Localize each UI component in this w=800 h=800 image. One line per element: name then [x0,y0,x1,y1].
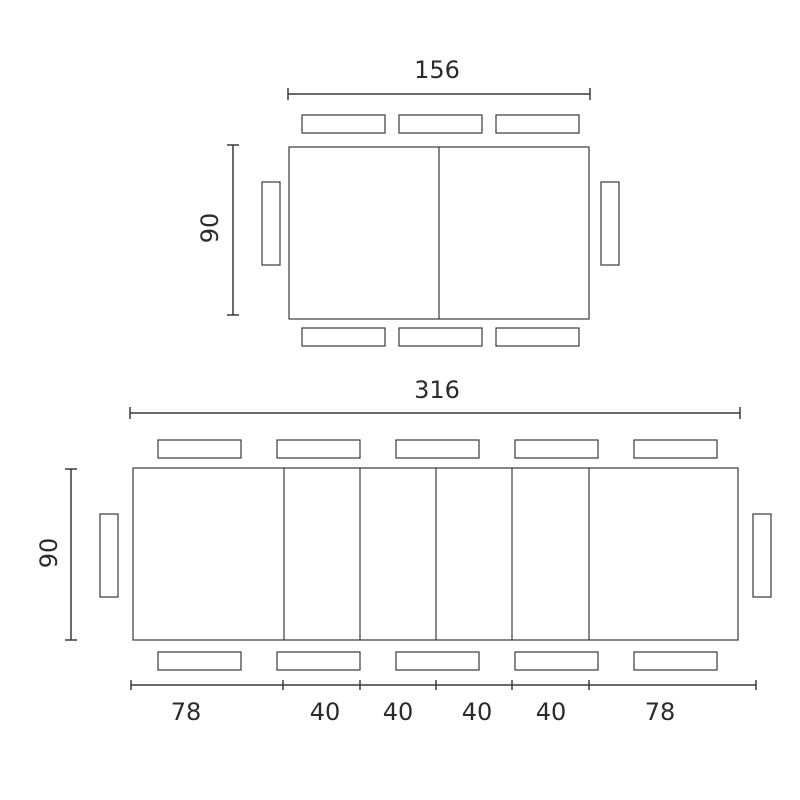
chair-top [157,439,242,459]
chair-top [301,114,386,134]
segment-dimension: 78 40 40 40 40 78 [130,680,757,726]
extended-table: 316 90 [35,376,772,726]
closed-depth-dimension: 90 [196,144,239,316]
chair-top [514,439,599,459]
chair-right [752,513,772,598]
chair-bottom [398,327,483,347]
chair-bottom [157,651,242,671]
chair-bottom [514,651,599,671]
extended-depth-dimension: 90 [35,468,77,641]
chair-left [99,513,119,598]
segment-label: 40 [383,698,414,726]
closed-table: 156 90 [196,56,620,347]
chair-bottom [495,327,580,347]
closed-width-label: 156 [414,56,460,84]
chair-right [600,181,620,266]
chair-bottom [395,651,480,671]
chair-top [395,439,480,459]
chair-bottom [276,651,361,671]
segment-label: 40 [536,698,567,726]
segment-label: 40 [462,698,493,726]
chair-top [633,439,718,459]
chair-top [276,439,361,459]
segment-label: 40 [310,698,341,726]
segment-label: 78 [645,698,676,726]
chair-top [398,114,483,134]
extended-width-label: 316 [414,376,460,404]
extended-width-dimension: 316 [129,376,741,419]
closed-depth-label: 90 [196,213,224,244]
chair-bottom [633,651,718,671]
closed-width-dimension: 156 [287,56,591,100]
segment-label: 78 [171,698,202,726]
chair-left [261,181,281,266]
extended-depth-label: 90 [35,538,63,569]
chair-bottom [301,327,386,347]
chair-top [495,114,580,134]
